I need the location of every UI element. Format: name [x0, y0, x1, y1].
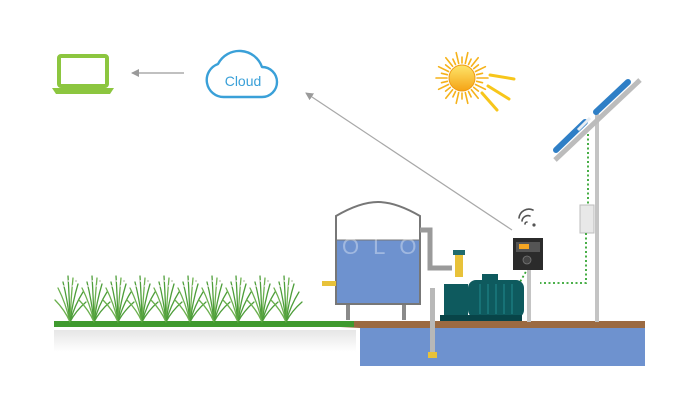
sun-ray: [452, 58, 457, 66]
well-pipe: [428, 288, 437, 358]
crop-plant: [150, 275, 183, 323]
sun-ray: [467, 90, 472, 98]
junction-box-icon: [579, 204, 595, 234]
sun-ray: [444, 64, 452, 70]
grass-strip: [54, 321, 354, 327]
sun-ray: [475, 72, 484, 76]
water-tank-icon: [322, 200, 465, 320]
pump-icon: [440, 274, 524, 321]
sun-ray: [437, 65, 450, 73]
sun-ray: [472, 64, 480, 70]
watermark-text: OLO: [342, 234, 430, 259]
inverter-icon: [513, 238, 543, 322]
sun-ray: [467, 58, 472, 66]
cloud-label: Cloud: [225, 73, 262, 89]
soil-layer: [340, 321, 645, 328]
crop-plant: [198, 275, 231, 323]
crop-plant: [126, 275, 159, 323]
sun-ray: [444, 88, 454, 100]
solar-panel-icon: [553, 78, 642, 322]
crop-plant: [270, 275, 303, 323]
sun-ray: [444, 56, 454, 68]
cloud-icon: Cloud: [205, 49, 279, 99]
crop-plant: [222, 275, 255, 323]
crop-plant: [246, 275, 279, 323]
sun-ray: [455, 51, 460, 65]
sun-ray: [475, 80, 484, 84]
crop-plant: [102, 275, 135, 323]
sun-ray: [472, 86, 480, 92]
sun-ray: [474, 83, 487, 91]
sun-ray: [444, 86, 452, 92]
crop-plant: [54, 275, 87, 323]
water-well: [360, 328, 645, 366]
sun-ray: [455, 91, 460, 105]
ground-shadow: [54, 330, 356, 352]
crop-plants-icon: [54, 275, 303, 323]
arrow-inverter-to-cloud: [305, 92, 513, 231]
sun-icon: [435, 51, 516, 112]
crop-plant: [174, 275, 207, 323]
sun-ray: [452, 90, 457, 98]
power-wiring: [519, 134, 589, 284]
sun-ray: [470, 88, 480, 100]
sun-ray: [474, 65, 487, 73]
laptop-icon: [52, 54, 114, 94]
sun-ray: [440, 80, 449, 84]
sun-ray: [464, 51, 469, 65]
sun-ray: [470, 56, 480, 68]
crop-plant: [78, 275, 111, 323]
sun-ray: [440, 72, 449, 76]
wifi-icon: [518, 208, 536, 227]
sun-ray: [464, 91, 469, 105]
sun-ray: [437, 83, 450, 91]
